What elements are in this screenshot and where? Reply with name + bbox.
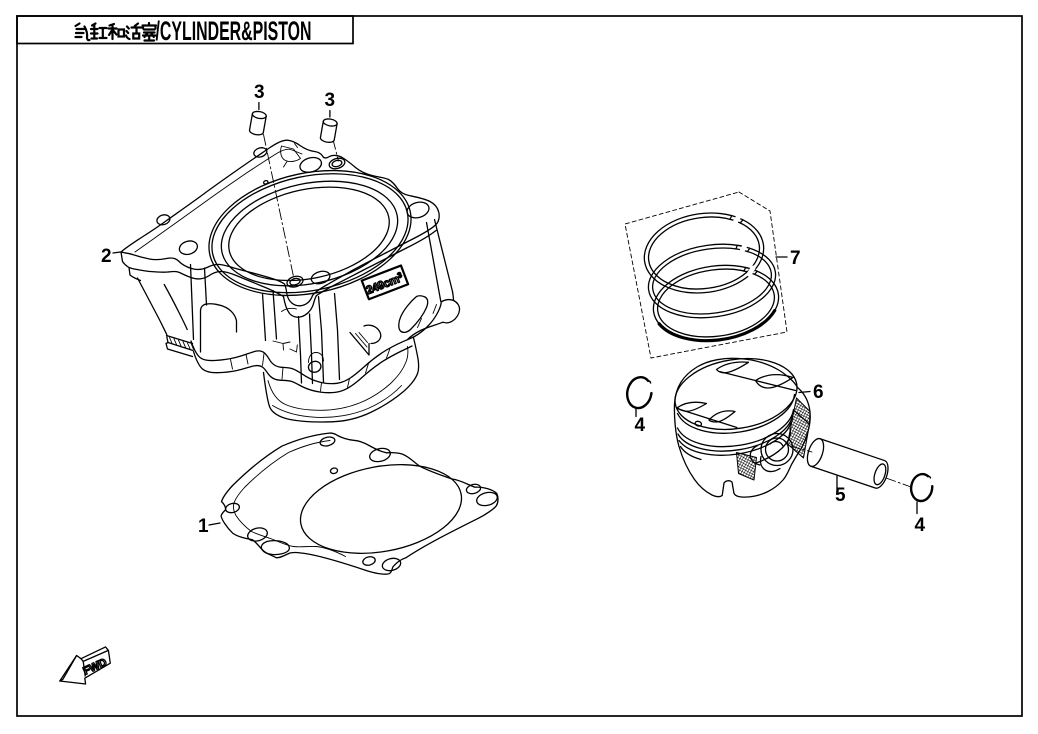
svg-text:4: 4: [635, 415, 646, 436]
svg-text:/CYLINDER&PISTON: /CYLINDER&PISTON: [156, 16, 312, 46]
svg-text:5: 5: [835, 485, 846, 506]
svg-text:3: 3: [325, 90, 336, 111]
svg-text:4: 4: [915, 515, 926, 536]
svg-text:7: 7: [790, 248, 801, 269]
svg-text:3: 3: [254, 82, 265, 103]
svg-text:2: 2: [101, 246, 112, 267]
svg-text:6: 6: [813, 382, 824, 403]
svg-text:1: 1: [198, 516, 209, 537]
